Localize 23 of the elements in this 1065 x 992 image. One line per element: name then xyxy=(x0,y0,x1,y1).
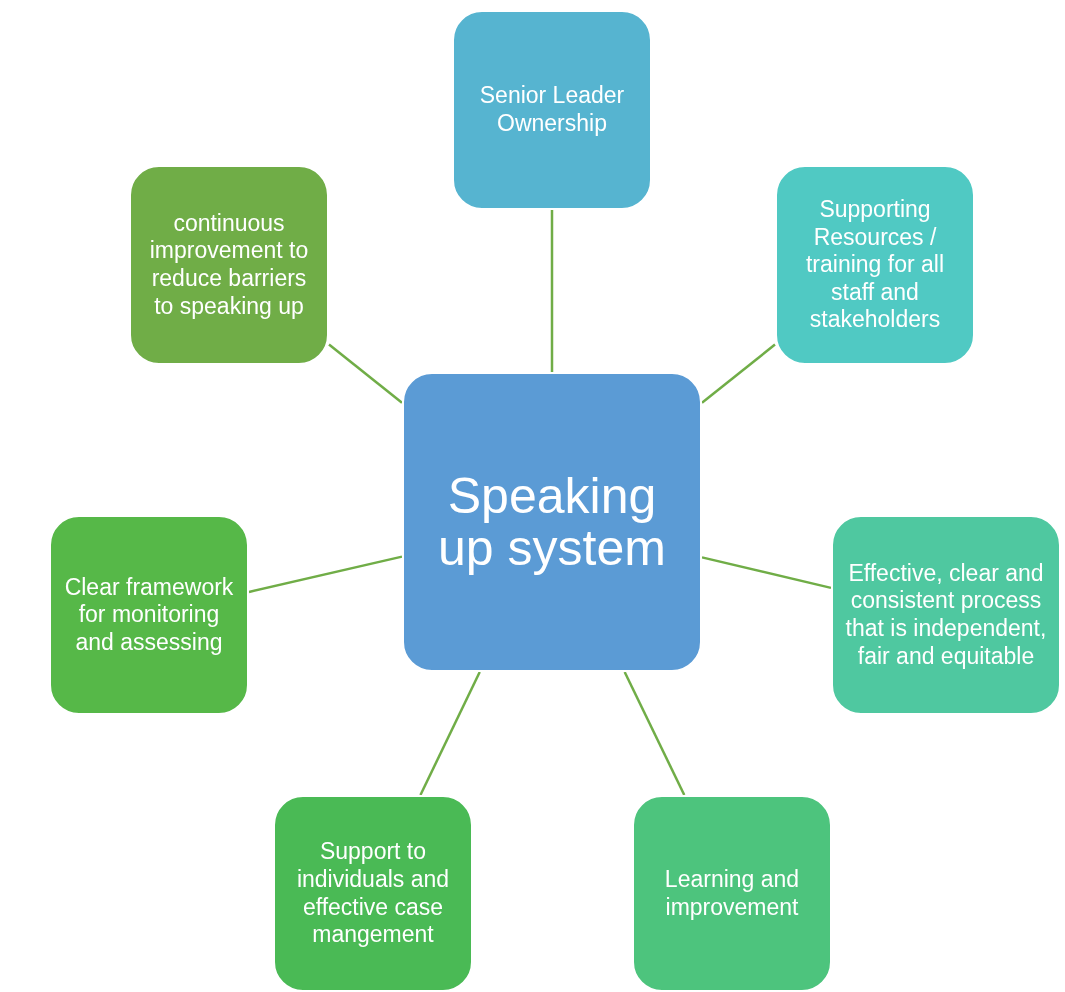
box-text: Clear framework for monitoring and assessing xyxy=(63,573,235,657)
connector-line xyxy=(550,210,554,372)
central-box xyxy=(402,372,702,672)
box-text: Speaking up system xyxy=(437,469,667,575)
box-text: continuous improvement to reduce barriers to speaking up xyxy=(148,209,310,321)
topic-box xyxy=(452,10,652,210)
topic-box xyxy=(775,165,975,365)
topic-box xyxy=(129,165,329,365)
box-text: Learning and improvement xyxy=(663,865,801,922)
connector-line xyxy=(701,556,832,590)
topic-box xyxy=(273,795,473,992)
box-text: Supporting Resources / training for all staff and stakeholders xyxy=(804,196,946,334)
connector-line xyxy=(248,555,403,594)
box-text: Support to individuals and effective case mangement xyxy=(295,838,451,949)
topic-box xyxy=(49,515,249,715)
connector-line xyxy=(328,343,403,404)
connector-line xyxy=(623,671,686,796)
topic-box xyxy=(831,515,1061,715)
connector-line xyxy=(419,671,481,796)
box-text: Senior Leader Ownership xyxy=(478,82,626,138)
topic-box xyxy=(632,795,832,992)
connector-line xyxy=(701,343,776,404)
box-text: Effective, clear and consistent process that is independent, fair and equitable xyxy=(844,559,1048,671)
